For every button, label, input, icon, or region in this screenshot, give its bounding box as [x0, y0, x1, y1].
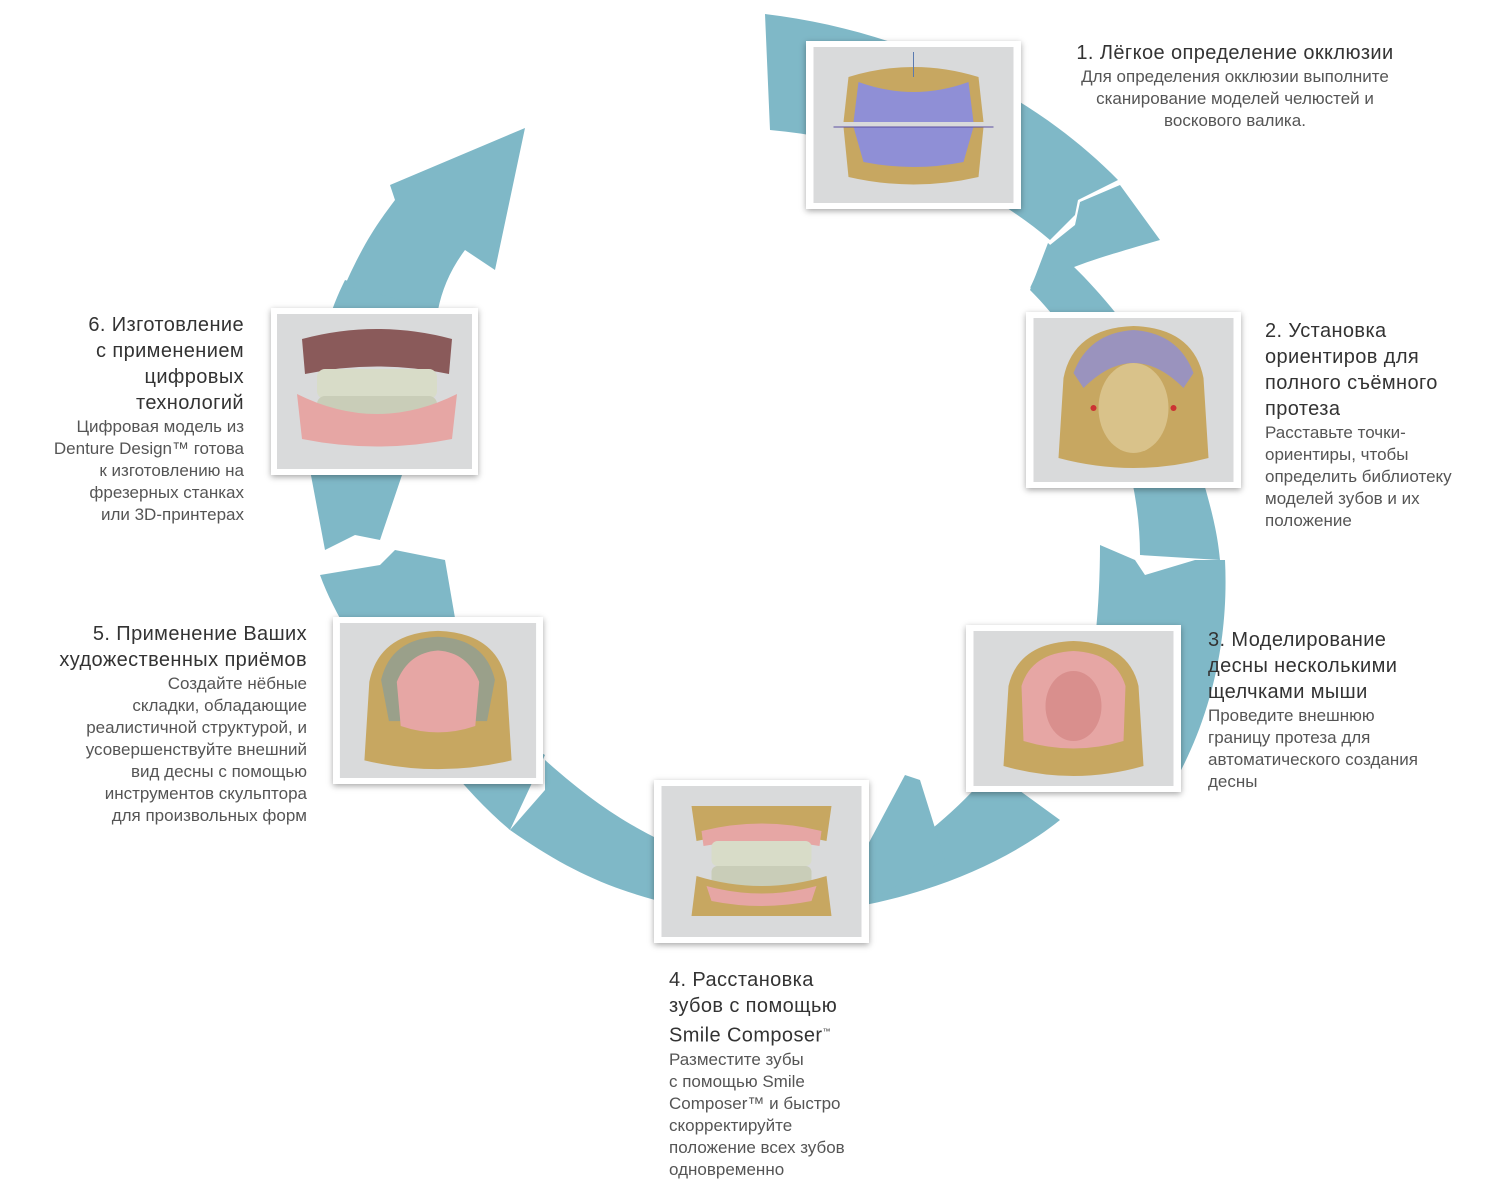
step-2-text: 2. Установка ориентиров для полного съём…	[1265, 318, 1507, 532]
step-4-desc-line-5: положение всех зубов	[669, 1137, 845, 1157]
step-5-desc-line-5: вид десны с помощью	[131, 762, 307, 781]
step-1-desc-line-3: воскового валика.	[1164, 111, 1306, 130]
gingiva-image	[973, 631, 1174, 786]
step-5-desc-line-7: для произвольных форм	[111, 806, 307, 825]
sculpt-image	[339, 623, 537, 778]
step-5-title-line-1: 5. Применение Ваших	[92, 623, 307, 645]
step-3-title-line-2: десны несколькими	[1208, 655, 1398, 677]
step-5-desc-line-2: складки, обладающие	[132, 696, 307, 715]
step-6-desc-line-5: или 3D-принтерах	[100, 505, 244, 524]
step-6-desc-line-4: фрезерных станках	[89, 483, 244, 502]
step-6-desc-line-2: Denture Design™ готова	[53, 439, 244, 458]
step-3-desc-line-4: десны	[1208, 772, 1258, 791]
step-5-text: 5. Применение Ваших художественных приём…	[0, 621, 307, 827]
step3-photo	[966, 625, 1181, 792]
step-2-title-line-2: ориентиров для	[1265, 346, 1420, 368]
teeth-setup-image	[661, 786, 862, 937]
step-2-desc-line-1: Расставьте точки-	[1265, 423, 1406, 442]
step-3-text: 3. Моделирование десны несколькими щелчк…	[1208, 627, 1507, 793]
step-2-title-line-1: 2. Установка	[1265, 320, 1387, 342]
step6-photo	[271, 308, 478, 475]
step-1-desc-line-2: сканирование моделей челюстей и	[1096, 89, 1374, 108]
step-2-title-line-3: полного съёмного	[1265, 372, 1438, 394]
step-2-desc-line-4: моделей зубов и их	[1265, 489, 1420, 508]
step-5-desc-line-4: усовершенствуйте внешний	[85, 740, 307, 759]
step-5-desc-line-6: инструментов скульптора	[104, 784, 307, 803]
step-4-tm-mark: ™	[822, 1027, 831, 1036]
step-6-title-line-1: 6. Изготовление	[88, 314, 244, 336]
step-5-desc-line-3: реалистичной структурой, и	[86, 718, 307, 737]
step-6-text: 6. Изготовление с применением цифровых т…	[0, 312, 244, 526]
step-2-desc-line-2: ориентиры, чтобы	[1265, 445, 1409, 464]
step-4-desc-line-2: с помощью Smile	[669, 1071, 805, 1091]
step2-photo	[1026, 312, 1241, 488]
step1-photo	[806, 41, 1021, 209]
denture-image	[277, 314, 472, 469]
step-6-desc-line-3: к изготовлению на	[99, 461, 244, 480]
step-1-desc-line-1: Для определения окклюзии выполните	[1081, 67, 1389, 86]
step-2-title-line-4: протеза	[1265, 398, 1341, 420]
step-5-desc-line-1: Создайте нёбные	[167, 674, 307, 693]
step5-photo	[333, 617, 543, 784]
step-4-desc-line-4: скорректируйте	[669, 1115, 793, 1135]
landmarks-image	[1033, 318, 1234, 482]
occlusion-scan-image	[813, 47, 1014, 203]
step-4-title-line-1: 4. Расстановка	[669, 969, 814, 991]
step-3-title-line-3: щелчками мыши	[1208, 681, 1368, 703]
step-6-title-line-3: цифровых	[144, 366, 244, 388]
step-2-desc-line-5: положение	[1265, 511, 1352, 530]
step-1-title: 1. Лёгкое определение окклюзии	[1076, 42, 1394, 64]
step-1-text: 1. Лёгкое определение окклюзии Для опред…	[1020, 40, 1450, 132]
ring-arrowhead	[345, 128, 525, 310]
step-4-title-line-3: Smile Composer	[669, 1024, 823, 1047]
step-3-desc-line-1: Проведите внешнюю	[1208, 706, 1375, 725]
ring-segment-4b	[865, 775, 945, 900]
step4-photo	[654, 780, 869, 943]
step-6-desc-line-1: Цифровая модель из	[76, 417, 244, 436]
step-6-title-line-4: технологий	[135, 392, 244, 414]
step-5-title-line-2: художественных приёмов	[59, 649, 307, 671]
step-2-desc-line-3: определить библиотеку	[1265, 467, 1452, 486]
step-4-title-line-2: зубов с помощью	[669, 995, 838, 1017]
step-4-desc-line-1: Разместите зубы	[669, 1049, 804, 1069]
step-3-desc-line-2: границу протеза для	[1208, 728, 1371, 747]
step-4-text: 4. Расстановка зубов с помощью Smile Com…	[669, 967, 929, 1181]
step-4-desc-line-6: одновременно	[669, 1159, 785, 1179]
step-6-title-line-2: с применением	[95, 340, 244, 362]
ring-segment-2b	[1030, 185, 1160, 288]
step-3-title-line-1: 3. Моделирование	[1208, 629, 1387, 651]
ring-segment-5	[510, 760, 660, 900]
step-4-desc-line-3: Composer™ и быстро	[669, 1093, 841, 1113]
step-3-desc-line-3: автоматического создания	[1208, 750, 1418, 769]
